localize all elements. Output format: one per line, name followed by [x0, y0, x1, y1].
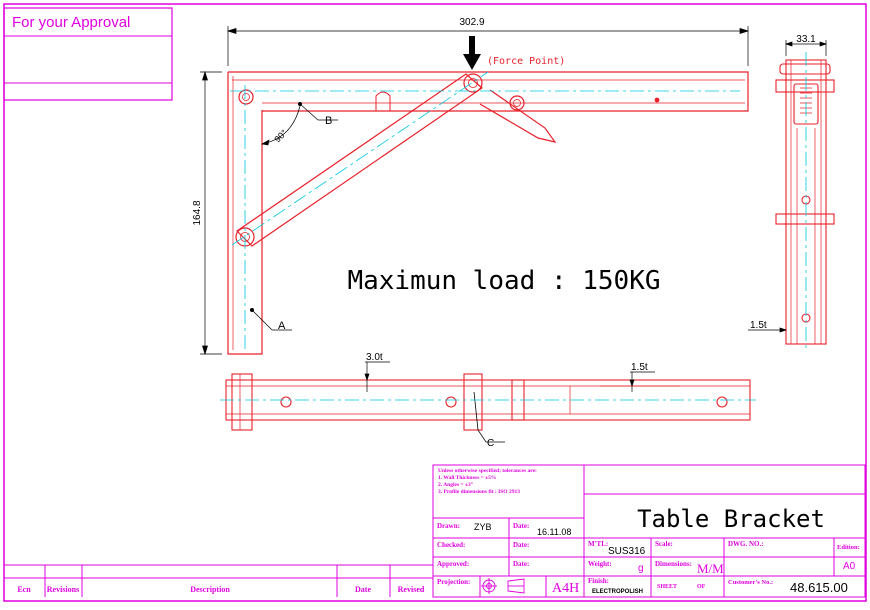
dimension-lines-side — [200, 26, 750, 356]
date-value: 16.11.08 — [537, 527, 571, 537]
bracket-horizontal-arm — [228, 71, 749, 112]
note-line-1: Unless otherwise specified; tolerances a… — [438, 468, 537, 474]
hole-force-point — [463, 73, 483, 93]
mtl-label: M'TL: — [588, 540, 608, 548]
center-lines-side — [230, 71, 740, 350]
callout-a-label: A — [278, 320, 286, 332]
projection-symbol-icon — [481, 578, 525, 594]
force-arrow-icon — [463, 36, 481, 70]
drawn-value: ZYB — [474, 522, 492, 532]
dim-overall-width: 302.9 — [459, 17, 484, 28]
revision-header-date: Date — [355, 585, 371, 594]
note-line-3: 2. Angles = ±3° — [438, 481, 473, 488]
dim-thickness-main: 3.0t — [366, 352, 383, 363]
mtl-value: SUS316 — [608, 546, 646, 557]
angle-label: 90° — [272, 127, 289, 144]
diagonal-brace — [236, 73, 483, 247]
max-load-text: Maximun load : 150KG — [347, 266, 660, 296]
edition-value: A0 — [843, 561, 856, 572]
callout-b-label: B — [325, 115, 332, 127]
bracket-top-view — [225, 373, 751, 431]
revision-header-ecn: Ecn — [17, 585, 31, 594]
title-block-grid — [432, 464, 866, 598]
force-point-label: (Force Point) — [487, 56, 565, 67]
finish-label: Finish: — [588, 577, 609, 585]
customer-no-label: Customer's No.: — [728, 579, 773, 586]
date-label: Date: — [513, 522, 529, 530]
scale-label: Scale: — [655, 540, 673, 548]
checked-date-label: Date: — [513, 541, 529, 549]
revision-table-grid — [4, 564, 433, 597]
approval-box: For your Approval — [3, 7, 173, 101]
weight-label: Weight: — [588, 560, 612, 568]
revision-header-revisions: Revisions — [47, 585, 79, 594]
drawing-title: Table Bracket — [637, 505, 825, 533]
projection-label: Projection: — [437, 578, 470, 586]
drawn-label: Drawn: — [437, 522, 460, 530]
dim-side-thickness: 1.5t — [750, 320, 767, 331]
dim-thickness-arm: 1.5t — [631, 362, 648, 373]
finish-value: ELECTROPOLISH — [592, 589, 643, 595]
hole-upper-left — [238, 89, 254, 105]
sheet-border — [3, 3, 867, 602]
dwg-no-label: DWG. NO.: — [728, 540, 764, 548]
release-lever — [479, 89, 557, 143]
dim-height: 164.8 — [192, 200, 203, 225]
dims-value: M/M — [697, 561, 724, 576]
weight-value: g — [638, 563, 644, 574]
approved-date-label: Date: — [513, 560, 529, 568]
revision-header-description: Description — [190, 585, 230, 594]
sheet-size: A4H — [552, 581, 579, 596]
checked-label: Checked: — [437, 541, 465, 549]
bracket-vertical-leg — [227, 72, 263, 355]
sheet-label: SHEET — [657, 584, 677, 590]
dim-side-width: 33.1 — [796, 34, 816, 45]
dimension-lines-top — [364, 361, 655, 443]
edition-label: Edition: — [837, 544, 860, 551]
callout-c-label: C — [487, 438, 494, 449]
bracket-side-view — [227, 71, 749, 355]
customer-no-value: 48.615.00 — [790, 580, 848, 595]
bracket-end-view — [775, 59, 835, 345]
approved-label: Approved: — [437, 560, 469, 568]
dimension-lines-end — [748, 40, 828, 333]
note-line-4: 3. Profile dimensions fit : ISO 2913 — [438, 489, 520, 495]
hole-lever — [509, 95, 525, 111]
of-label: OF — [697, 584, 706, 590]
dims-label: Dimensions: — [655, 560, 692, 568]
note-line-2: 1. Wall Thickness = ±5% — [438, 475, 496, 481]
revision-header-revised: Revised — [398, 585, 425, 594]
approval-label: For your Approval — [12, 14, 130, 31]
